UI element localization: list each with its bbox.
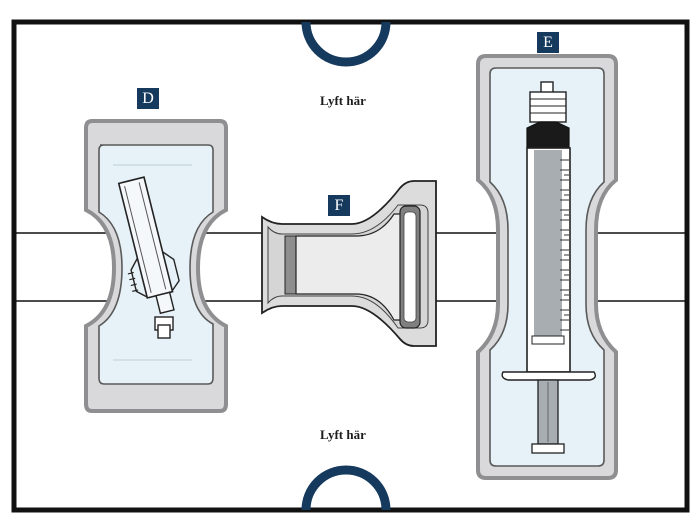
filter-pocket bbox=[261, 180, 437, 347]
syringe-pocket bbox=[476, 54, 618, 480]
label-badge-d: D bbox=[137, 88, 159, 109]
label-badge-e: E bbox=[537, 32, 559, 53]
lift-here-top-label: Lyft här bbox=[320, 93, 366, 108]
finger-hole-top bbox=[301, 21, 391, 67]
label-badge-f: F bbox=[328, 195, 350, 216]
lift-here-bottom-label: Lyft här bbox=[320, 427, 366, 442]
finger-hole-bottom bbox=[301, 465, 391, 511]
vial-adapter-pocket bbox=[84, 119, 228, 413]
